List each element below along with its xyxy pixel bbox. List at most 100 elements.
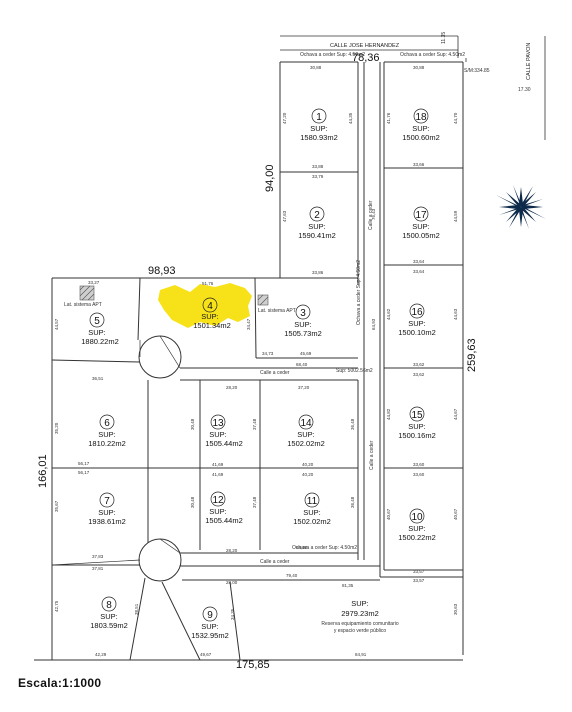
svg-text:44,70: 44,70 (453, 112, 458, 124)
svg-text:33,86: 33,86 (312, 270, 324, 275)
svg-text:44,59: 44,59 (453, 210, 458, 222)
svg-text:41,69: 41,69 (212, 472, 224, 477)
corner-note-mid: Ochava a ceder Sup: 4.50m2 (356, 260, 362, 325)
svg-text:37,83: 37,83 (92, 554, 104, 559)
svg-text:33,88: 33,88 (312, 164, 324, 169)
svg-text:SUP:: SUP: (201, 312, 219, 321)
corner-note-top-right: Ochava a ceder Sup: 4.50m2 (400, 52, 465, 58)
svg-text:1500.10m2: 1500.10m2 (398, 328, 436, 337)
svg-text:33,64: 33,64 (413, 259, 425, 264)
svg-text:SUP:: SUP: (201, 622, 219, 631)
svg-text:SUP:: SUP: (98, 508, 116, 517)
svg-text:SUP:: SUP: (209, 430, 227, 439)
svg-text:6: 6 (104, 418, 110, 429)
svg-text:2: 2 (314, 210, 320, 221)
svg-text:1502.02m2: 1502.02m2 (293, 517, 331, 526)
svg-text:SUP:: SUP: (351, 599, 369, 608)
svg-text:51,76: 51,76 (202, 281, 214, 286)
svg-text:1938.61m2: 1938.61m2 (88, 517, 126, 526)
svg-text:SUP:: SUP: (308, 222, 326, 231)
svg-text:17: 17 (415, 210, 427, 221)
svg-text:40,67: 40,67 (453, 508, 458, 520)
svg-text:1500.05m2: 1500.05m2 (402, 231, 440, 240)
lot5-note: Lat. sistema APT (64, 302, 102, 308)
dim-left-upper: 94,00 (264, 164, 276, 192)
right-street (465, 36, 546, 140)
dim-top: 78,36 (352, 52, 380, 64)
svg-text:35,67: 35,67 (54, 500, 59, 512)
svg-text:40,20: 40,20 (302, 462, 314, 467)
inner-middle-street: Calle a ceder (260, 370, 290, 376)
svg-text:30,88: 30,88 (413, 65, 425, 70)
lot-4-highlight (158, 283, 252, 328)
svg-text:1500.22m2: 1500.22m2 (398, 533, 436, 542)
svg-text:68,40: 68,40 (296, 545, 308, 550)
hatched-markers (79, 285, 269, 306)
reserve-lot: SUP: 2979.23m2 Reserva equipamiento comu… (321, 599, 398, 634)
svg-text:9: 9 (207, 610, 213, 621)
svg-text:4: 4 (207, 301, 213, 312)
svg-text:45,69: 45,69 (300, 351, 312, 356)
svg-text:68,40: 68,40 (296, 362, 308, 367)
svg-text:41,76: 41,76 (386, 112, 391, 124)
svg-text:33,79: 33,79 (312, 174, 324, 179)
svg-text:1500.16m2: 1500.16m2 (398, 431, 436, 440)
svg-text:5: 5 (94, 316, 100, 327)
scale-label: Escala:1:1000 (18, 676, 102, 690)
street-top-label: CALLE JOSE HERNANDEZ (330, 43, 400, 49)
svg-text:33,66: 33,66 (413, 162, 425, 167)
svg-text:79,40: 79,40 (286, 573, 298, 578)
svg-text:10: 10 (411, 512, 423, 523)
svg-text:42,29: 42,29 (95, 652, 107, 657)
svg-text:33,62: 33,62 (413, 372, 425, 377)
svg-text:33,57: 33,57 (413, 578, 425, 583)
roundabout-spokes (51, 335, 181, 566)
lot-markers (89, 108, 429, 622)
svg-text:34,73: 34,73 (262, 351, 274, 356)
svg-text:34,35: 34,35 (230, 608, 235, 620)
inner-right-lower-street: Calle a ceder (369, 440, 375, 470)
svg-text:1: 1 (316, 112, 322, 123)
svg-text:44,63: 44,63 (453, 308, 458, 320)
svg-text:SUP:: SUP: (88, 328, 106, 337)
svg-text:33,62: 33,62 (413, 362, 425, 367)
svg-text:28,20: 28,20 (226, 548, 238, 553)
svg-text:81,35: 81,35 (342, 583, 354, 588)
svg-text:37,20: 37,20 (298, 385, 310, 390)
street-area: Sup: 5002.56m2 (336, 368, 373, 374)
svg-text:3: 3 (300, 308, 306, 319)
svg-text:SUP:: SUP: (310, 124, 328, 133)
svg-text:1505.73m2: 1505.73m2 (284, 329, 322, 338)
svg-text:18: 18 (415, 112, 427, 123)
svg-text:47,63: 47,63 (282, 210, 287, 222)
svg-text:44,35: 44,35 (348, 112, 353, 124)
svg-text:1501.34m2: 1501.34m2 (193, 321, 231, 330)
svg-text:SUP:: SUP: (412, 124, 430, 133)
svg-text:1590.41m2: 1590.41m2 (298, 231, 336, 240)
svg-text:SUP:: SUP: (408, 422, 426, 431)
svg-text:1505.44m2: 1505.44m2 (205, 439, 243, 448)
sm-label: S/M:334.85 (464, 68, 490, 74)
svg-text:36,48: 36,48 (350, 418, 355, 430)
parcel-lines (34, 61, 464, 661)
svg-text:40,20: 40,20 (302, 472, 314, 477)
dim-bottom: 175,85 (236, 659, 270, 671)
svg-text:y espacio verde público: y espacio verde público (334, 628, 386, 634)
svg-text:28,20: 28,20 (226, 385, 238, 390)
svg-text:36,51: 36,51 (92, 376, 104, 381)
svg-text:33,60: 33,60 (413, 472, 425, 477)
svg-text:56,17: 56,17 (78, 461, 90, 466)
svg-text:SUP:: SUP: (412, 222, 430, 231)
